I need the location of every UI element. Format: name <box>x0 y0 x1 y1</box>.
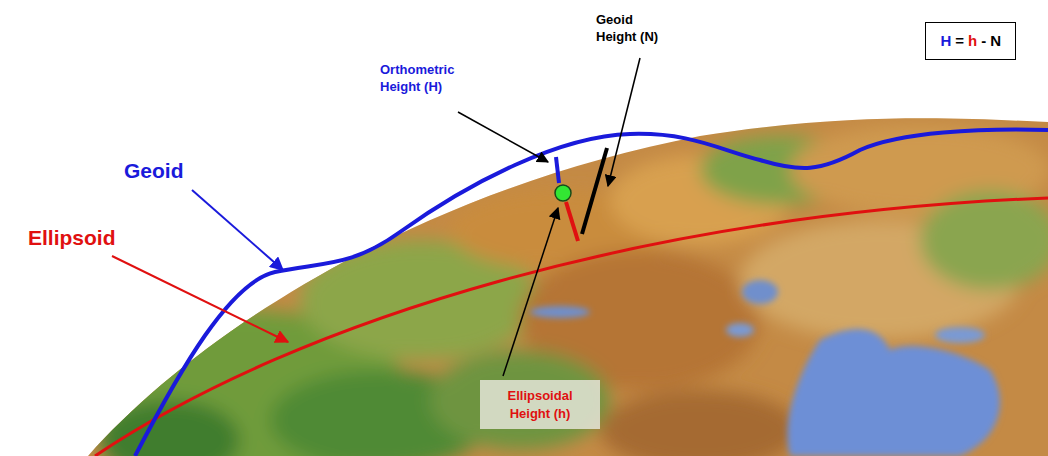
formula-term: h <box>968 32 977 50</box>
leader-line <box>503 208 558 376</box>
formula-box: H=h-N <box>925 22 1016 60</box>
height-label: Geoid Height (N) <box>596 12 674 46</box>
terrain <box>0 100 1048 456</box>
formula-term: N <box>990 32 1001 50</box>
surface-label: Geoid <box>124 157 244 184</box>
formula-term: H <box>940 32 951 50</box>
leader-line <box>112 256 288 342</box>
ellipsoidal-height-bar <box>566 202 578 241</box>
geoid-height-bar <box>582 148 607 234</box>
leader-line <box>458 112 548 162</box>
leader-line <box>608 58 640 186</box>
callout-box: Ellipsoidal Height (h) <box>480 380 600 429</box>
leader-line <box>192 190 283 270</box>
height-label: Orthometric Height (H) <box>380 62 472 96</box>
formula-term: = <box>955 32 964 50</box>
terrain-patches <box>90 125 1048 456</box>
orthometric-height-bar <box>556 157 559 183</box>
lakes <box>530 280 1000 456</box>
callout-text: Ellipsoidal Height (h) <box>490 387 590 422</box>
surface-label: Ellipsoid <box>28 224 168 251</box>
geoid-curve <box>135 130 1048 456</box>
survey-point <box>555 185 571 201</box>
ellipsoid-curve <box>95 198 1048 456</box>
formula-term: - <box>981 32 986 50</box>
